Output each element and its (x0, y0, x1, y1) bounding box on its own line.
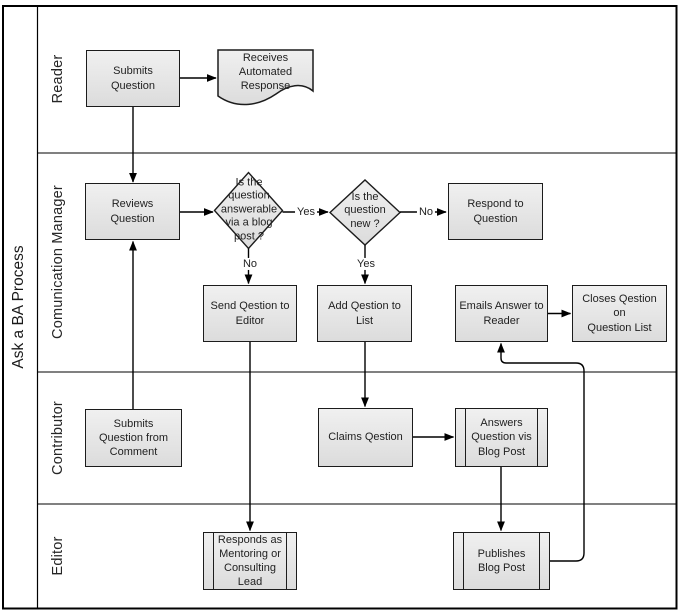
process-claims-qestion: Claims Qestion (318, 408, 413, 467)
process-add-qestion-to-list-label: Add Qestion to List (328, 300, 401, 327)
process-add-qestion-to-list: Add Qestion to List (317, 285, 412, 342)
predefined-publishes-blog-post-label: Publishes Blog Post (477, 547, 526, 574)
document-receives-automated-response-shape (217, 49, 314, 106)
edge-label-new-yes: Yes (355, 257, 377, 271)
predefined-answers-question-vis-blog-post: Answers Question vis Blog Post (455, 408, 548, 467)
process-submits-question-from-comment-label: Submits Question from Comment (98, 417, 169, 459)
process-reviews-question-label: Reviews Question (110, 198, 155, 225)
process-closes-qestion-on-question-list: Closes Qestion on Question List (572, 285, 667, 342)
lane-label-reader: Reader (50, 54, 66, 104)
process-respond-to-question: Respond to Question (448, 183, 543, 240)
predefined-responds-as-mentoring: Responds as Mentoring or Consulting Lead (203, 532, 297, 590)
lane-label-editor: Editor (50, 536, 66, 576)
lane-label-contributor: Contributor (50, 401, 66, 475)
process-reviews-question: Reviews Question (85, 183, 180, 240)
process-claims-qestion-label: Claims Qestion (328, 431, 403, 444)
process-respond-to-question-label: Respond to Question (467, 198, 524, 225)
predefined-responds-as-mentoring-label: Responds as Mentoring or Consulting Lead (217, 533, 283, 589)
edge-label-answerable-no: No (240, 257, 260, 271)
process-emails-answer-to-reader: Emails Answer to Reader (455, 285, 548, 342)
document-receives-automated-response-label: Receives Automated Response (238, 51, 293, 93)
diagram-title: Ask a BA Process (10, 245, 27, 369)
predefined-answers-question-label: Answers Question vis Blog Post (471, 417, 532, 458)
edge-label-answerable-yes: Yes (295, 205, 317, 219)
decision-question-new-label: Is the question new ? (344, 190, 386, 230)
process-emails-answer-to-reader-label: Emails Answer to Reader (459, 300, 544, 327)
process-closes-qestion-label: Closes Qestion on Question List (582, 293, 657, 334)
document-receives-automated-response: Receives Automated Response (218, 50, 313, 94)
process-submits-question: Submits Question (86, 50, 180, 107)
edge-label-new-no: No (416, 205, 436, 219)
process-submits-question-from-comment: Submits Question from Comment (85, 409, 182, 467)
decision-question-answerable-shape (213, 171, 284, 250)
diagram-outer-border (2, 5, 678, 610)
decision-question-answerable-label: Is the question answerable via a blog po… (220, 176, 278, 243)
process-submits-question-label: Submits Question (110, 65, 156, 92)
connector-publishes-to-emails (497, 342, 585, 562)
process-send-qestion-to-editor: Send Qestion to Editor (203, 285, 297, 342)
process-send-qestion-to-editor-label: Send Qestion to Editor (210, 300, 290, 327)
predefined-publishes-blog-post: Publishes Blog Post (453, 532, 550, 590)
lane-label-comunication-manager: Comunication Manager (50, 185, 66, 339)
